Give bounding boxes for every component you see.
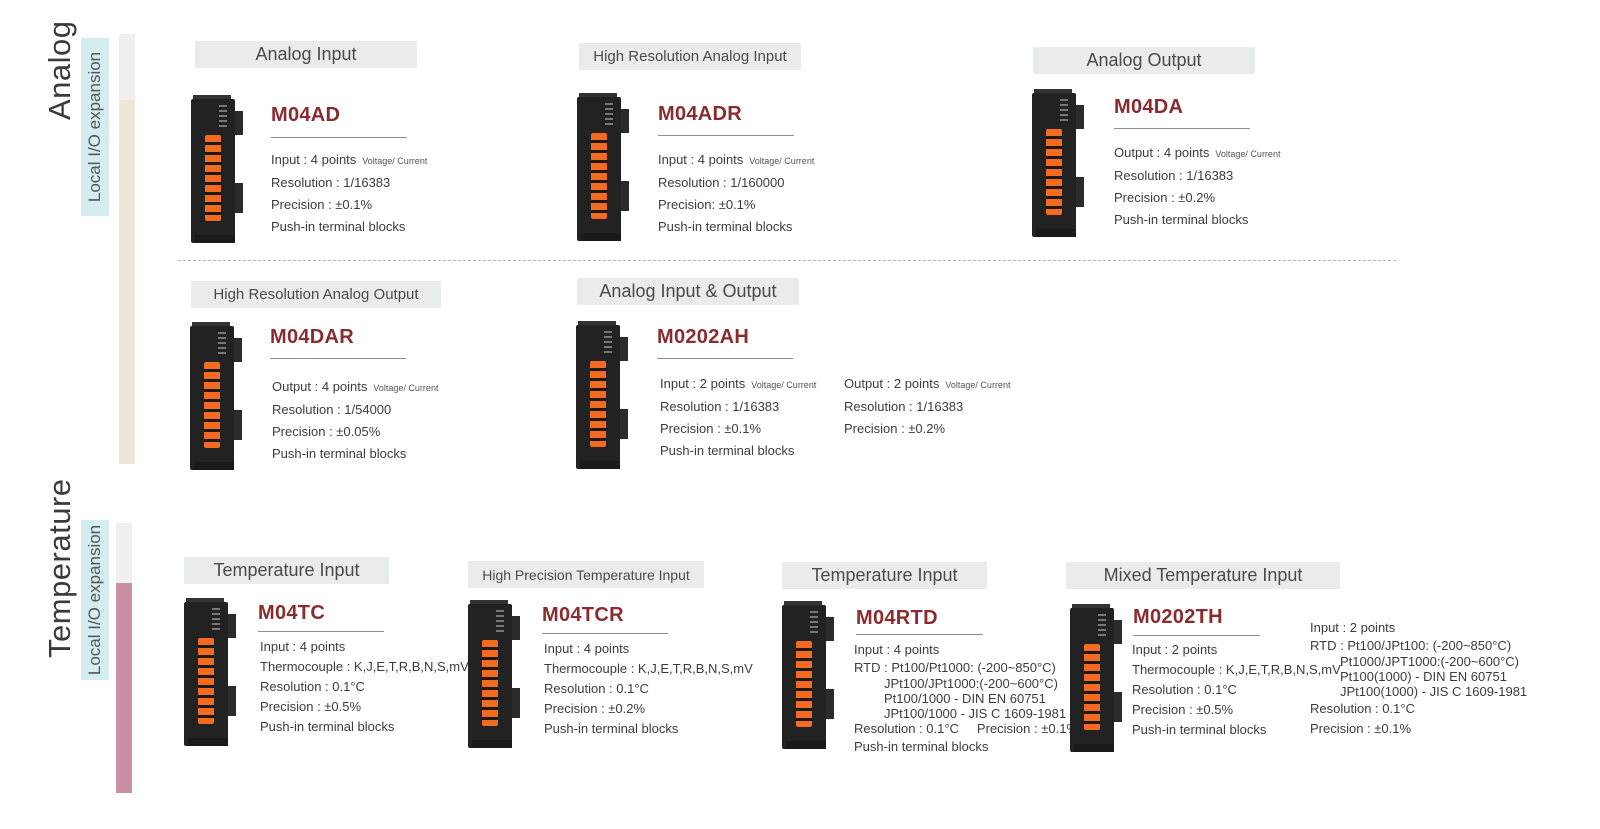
model-name: M04DAR: [270, 326, 355, 348]
model-name: M04RTD: [856, 607, 938, 629]
section-title-temperature: Temperature: [42, 478, 77, 658]
module-image: [191, 95, 245, 245]
spec-list: Input : 4 points RTD : Pt100/Pt1000: (-2…: [854, 642, 1078, 754]
section-divider: [178, 260, 1396, 261]
model-name: M0202AH: [657, 326, 750, 348]
model-name: M04ADR: [658, 103, 743, 125]
category-label: Analog Output: [1033, 47, 1255, 74]
model-name: M04AD: [271, 104, 341, 126]
model-underline: [258, 631, 384, 632]
section-subtitle-analog: Local I/O expansion: [81, 38, 109, 216]
section-subtitle-temperature: Local I/O expansion: [81, 520, 109, 680]
model-underline: [1133, 635, 1260, 636]
model-underline: [542, 633, 668, 634]
model-name: M04TC: [258, 602, 326, 624]
model-underline: [657, 358, 793, 359]
spec-list-rtd: Input : 2 points RTD : Pt100/JPt100: (-2…: [1310, 620, 1528, 736]
spec-list: Input : 4 points Thermocouple : K,J,E,T,…: [544, 641, 753, 736]
spec-list: Input : 4 points Thermocouple : K,J,E,T,…: [260, 639, 469, 734]
model-underline: [270, 358, 406, 359]
model-underline: [658, 135, 794, 136]
section-bar-analog: [119, 100, 135, 464]
module-image: [782, 601, 836, 751]
category-label: High Resolution Analog Output: [191, 281, 441, 308]
module-image: [577, 93, 631, 243]
model-name: M04DA: [1114, 96, 1184, 118]
module-image: [576, 321, 630, 471]
module-image: [190, 322, 244, 472]
module-image: [1070, 604, 1124, 754]
section-bar-analog-light: [119, 34, 135, 100]
model-underline: [271, 137, 407, 138]
category-label: Mixed Temperature Input: [1066, 562, 1340, 589]
category-label: Temperature Input: [184, 557, 389, 584]
model-name: M04TCR: [542, 604, 624, 626]
model-underline: [856, 634, 983, 635]
category-label: Temperature Input: [782, 562, 987, 589]
category-label: High Resolution Analog Input: [579, 43, 801, 70]
section-bar-temperature-light: [116, 523, 132, 583]
category-label: Analog Input & Output: [577, 278, 799, 305]
section-bar-temperature: [116, 583, 132, 793]
section-title-analog: Analog: [42, 20, 77, 120]
module-image: [184, 598, 238, 748]
model-name: M0202TH: [1133, 606, 1223, 628]
category-label: High Precision Temperature Input: [468, 561, 704, 588]
model-underline: [1114, 128, 1250, 129]
module-image: [1032, 89, 1086, 239]
module-image: [468, 600, 522, 750]
spec-list-thermocouple: Input : 2 points Thermocouple : K,J,E,T,…: [1132, 642, 1341, 737]
category-label: Analog Input: [195, 41, 417, 68]
